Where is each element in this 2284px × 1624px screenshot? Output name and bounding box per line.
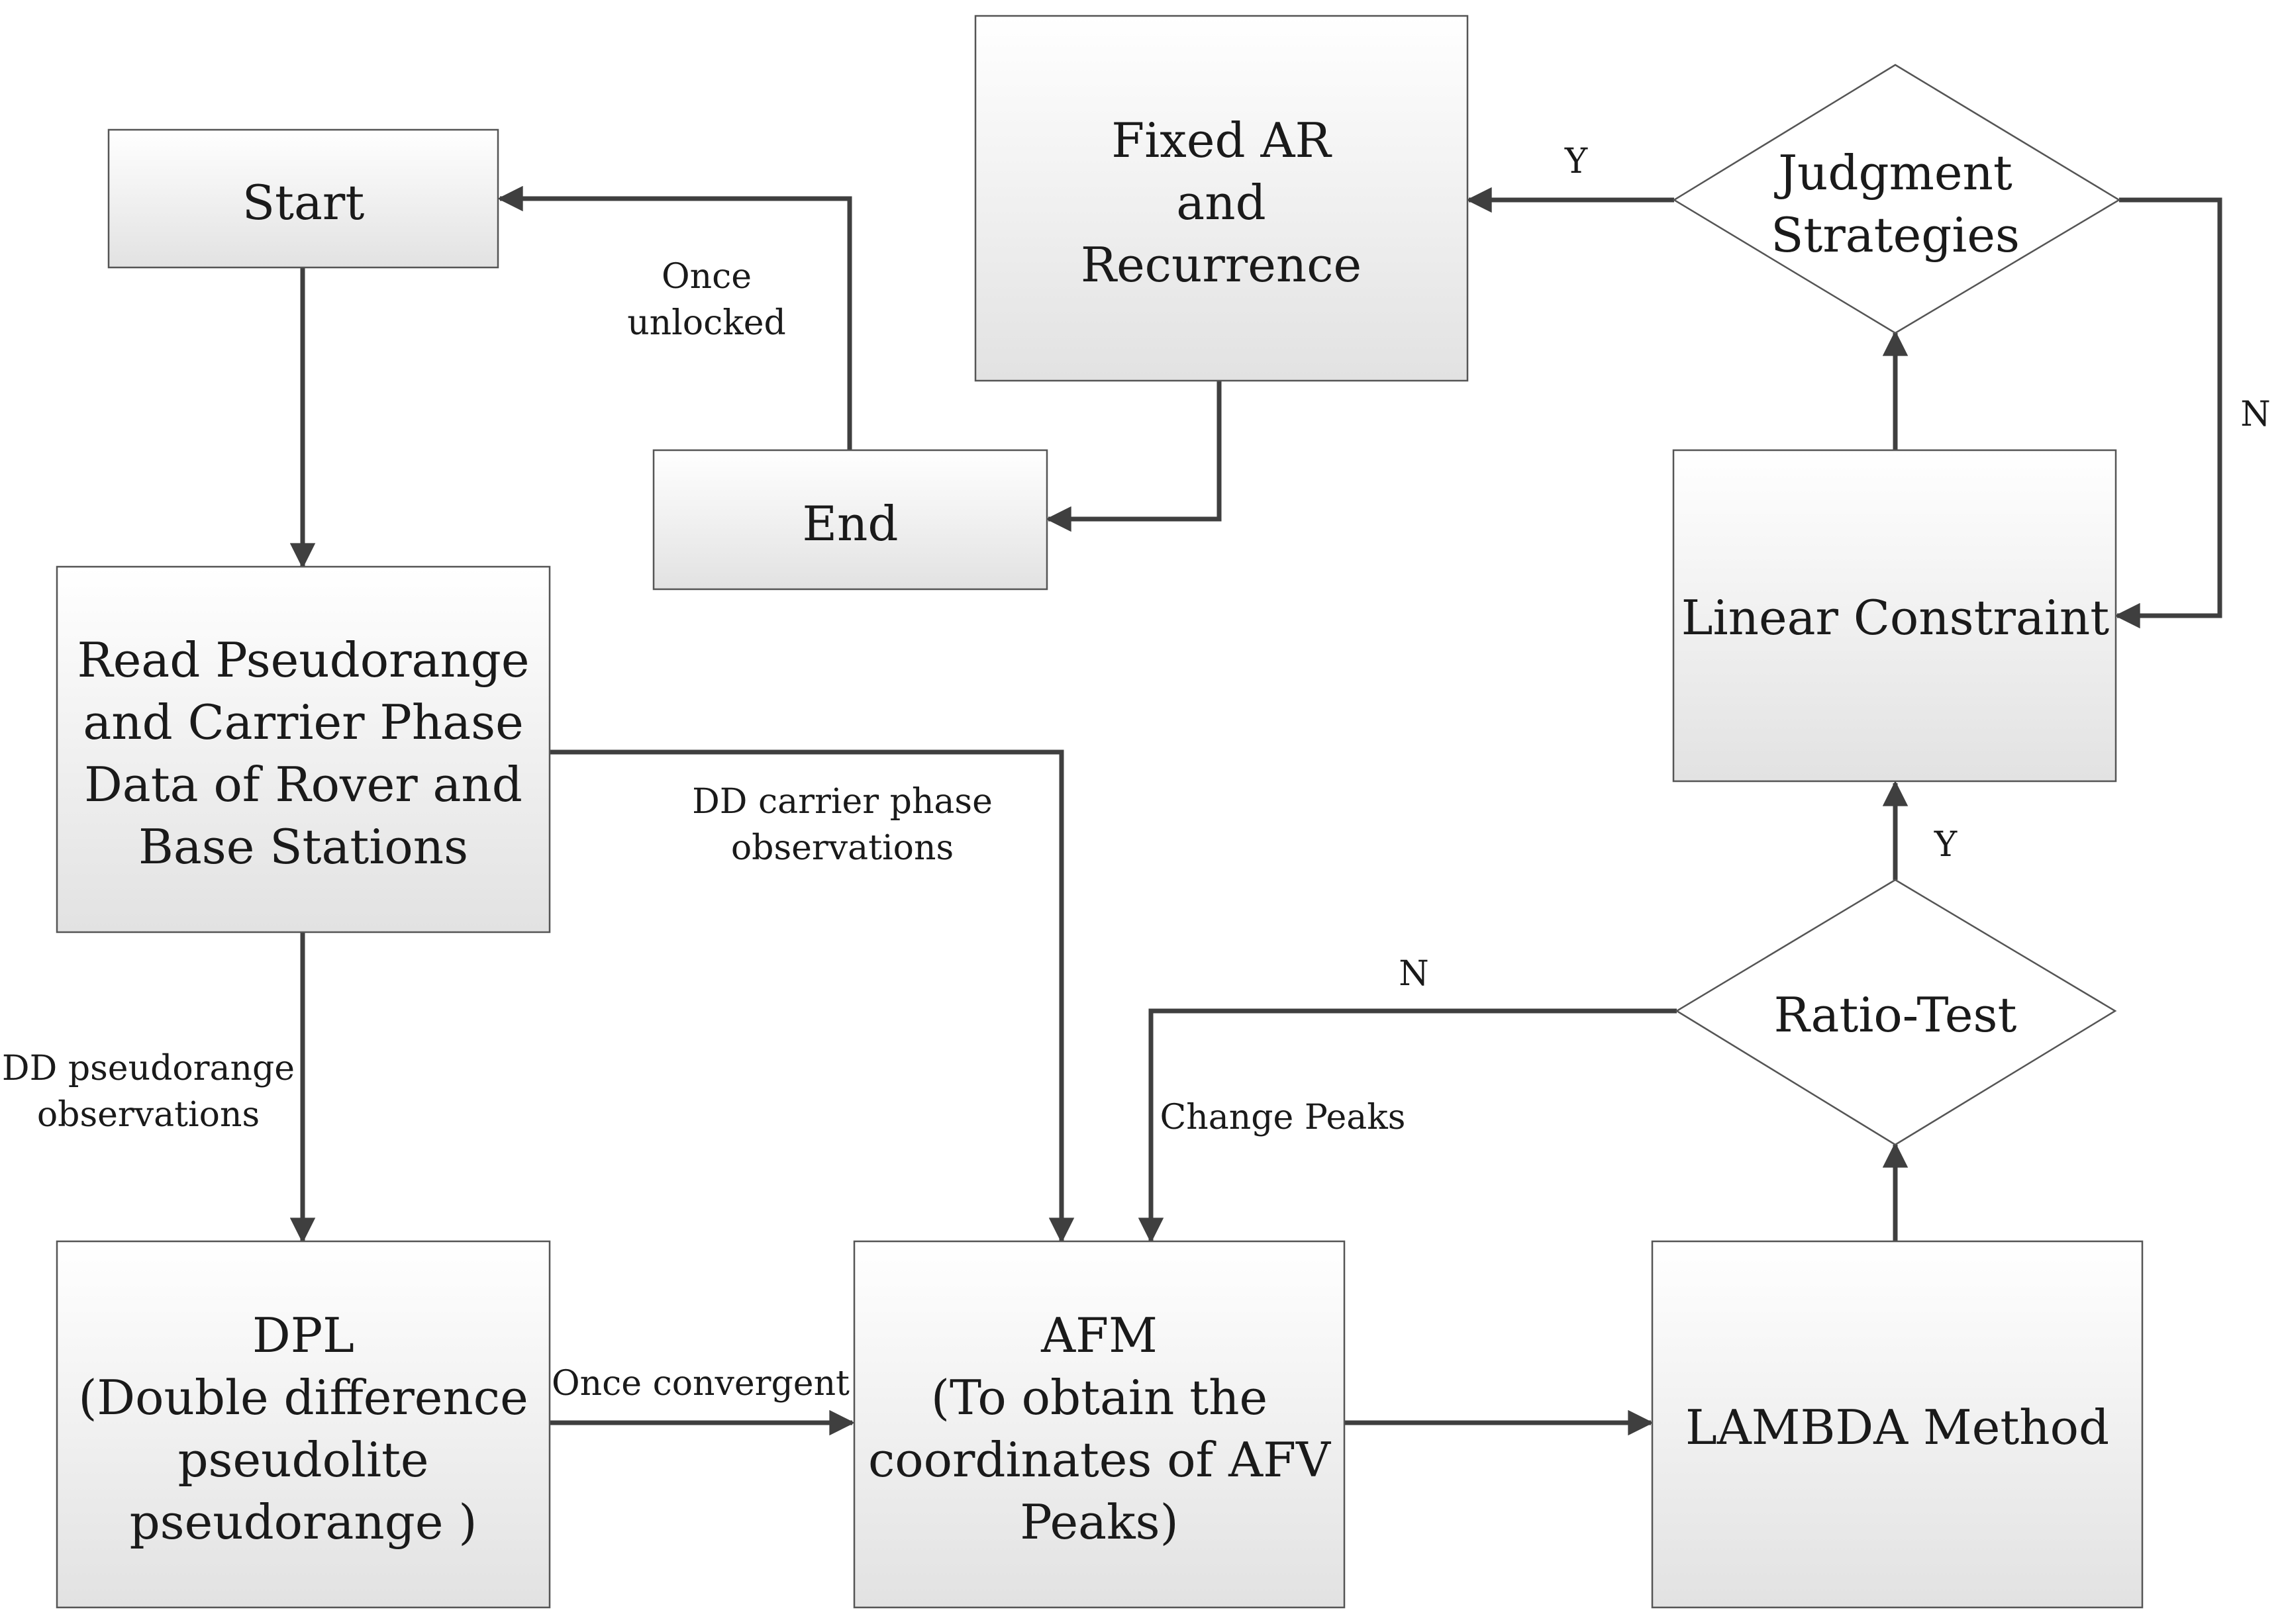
dpl-node-text-line-3: pseudolite xyxy=(177,1432,428,1488)
start-node-text: Start xyxy=(242,175,365,230)
edge-labels: Once unlocked Y N DD carrier phase observa… xyxy=(2,142,2271,1404)
end-node: End xyxy=(652,449,1048,591)
label-dd-pseudorange: DD pseudorange observations xyxy=(2,1049,295,1135)
linear-constraint-node-text: Linear Constraint xyxy=(1681,590,2109,645)
lambda-node-text-line-1: LAMBDA Method xyxy=(1685,1400,2109,1455)
label-change-peaks-line-1: Change Peaks xyxy=(1160,1098,1406,1137)
label-dd-pseudorange-line-1: DD pseudorange xyxy=(2,1049,295,1088)
judgment-node-text-line-2: Strategies xyxy=(1771,207,2020,263)
label-judgment-no-line-1: N xyxy=(2240,395,2271,434)
fixed-ar-node-text-line-3: Recurrence xyxy=(1081,237,1362,293)
label-change-peaks: Change Peaks xyxy=(1160,1098,1406,1137)
dpl-node: DPL (Double difference pseudolite pseudoran… xyxy=(56,1240,551,1609)
label-dd-pseudorange-line-2: observations xyxy=(37,1095,260,1135)
lambda-node-text: LAMBDA Method xyxy=(1685,1400,2109,1455)
dpl-node-text: DPL (Double difference pseudolite pseudoran… xyxy=(78,1308,528,1550)
dpl-node-text-line-2: (Double difference xyxy=(78,1370,528,1425)
label-once-unlocked: Once unlocked xyxy=(627,257,786,343)
label-judgment-yes-line-1: Y xyxy=(1564,142,1588,181)
linear-constraint-node: Linear Constraint xyxy=(1672,449,2117,783)
label-dd-carrier-line-2: observations xyxy=(731,828,954,868)
label-dd-carrier-line-1: DD carrier phase xyxy=(692,782,993,822)
judgment-node-text-line-1: Judgment xyxy=(1773,145,2012,201)
ratio-test-node: Ratio-Test xyxy=(1675,879,2117,1146)
label-ratio-no-line-1: N xyxy=(1399,954,1429,994)
edges xyxy=(289,185,2222,1436)
edge-end-to-start xyxy=(497,185,852,450)
edge-judgment-to-linear xyxy=(2114,197,2222,629)
ratio-test-node-text: Ratio-Test xyxy=(1774,987,2017,1043)
dpl-node-text-line-1: DPL xyxy=(252,1308,354,1363)
edge-read-to-afm xyxy=(550,749,1075,1243)
start-node: Start xyxy=(107,128,499,269)
dpl-node-text-line-4: pseudorange ) xyxy=(130,1494,477,1550)
read-data-node-text-line-1: Read Pseudorange xyxy=(77,632,529,688)
afm-node-text-line-2: (To obtain the xyxy=(931,1370,1267,1425)
label-once-convergent: Once convergent xyxy=(552,1364,850,1404)
label-judgment-yes: Y xyxy=(1564,142,1588,181)
afm-node-text: AFM (To obtain the coordinates of AFV Peaks… xyxy=(868,1308,1332,1550)
afm-node-text-line-3: coordinates of AFV xyxy=(868,1432,1332,1488)
start-node-text-line-1: Start xyxy=(242,175,365,230)
label-judgment-no: N xyxy=(2240,395,2271,434)
linear-constraint-node-text-line-1: Linear Constraint xyxy=(1681,590,2109,645)
afm-node-text-line-1: AFM xyxy=(1040,1308,1158,1363)
lambda-node: LAMBDA Method xyxy=(1651,1240,2144,1609)
label-ratio-yes: Y xyxy=(1934,825,1958,865)
fixed-ar-node-text-line-2: and xyxy=(1176,175,1266,230)
fixed-ar-node-text-line-1: Fixed AR xyxy=(1111,113,1332,168)
afm-node: AFM (To obtain the coordinates of AFV Peaks… xyxy=(853,1240,1346,1609)
label-dd-carrier: DD carrier phase observations xyxy=(692,782,993,868)
label-once-convergent-line-1: Once convergent xyxy=(552,1364,850,1404)
read-data-node-text-line-2: and Carrier Phase xyxy=(83,694,523,750)
end-node-text-line-1: End xyxy=(802,496,898,551)
label-once-unlocked-line-1: Once xyxy=(662,257,752,297)
label-ratio-yes-line-1: Y xyxy=(1934,825,1958,865)
end-node-text: End xyxy=(802,496,898,551)
afm-node-text-line-4: Peaks) xyxy=(1020,1494,1178,1550)
read-data-node-text-line-3: Data of Rover and xyxy=(84,757,522,812)
ratio-test-node-text-line-1: Ratio-Test xyxy=(1774,987,2017,1043)
read-data-node-text-line-4: Base Stations xyxy=(138,819,468,875)
edge-fixed-to-end xyxy=(1046,381,1222,532)
label-ratio-no: N xyxy=(1399,954,1429,994)
label-once-unlocked-line-2: unlocked xyxy=(627,303,786,343)
edge-ratio-to-afm xyxy=(1138,1008,1677,1243)
